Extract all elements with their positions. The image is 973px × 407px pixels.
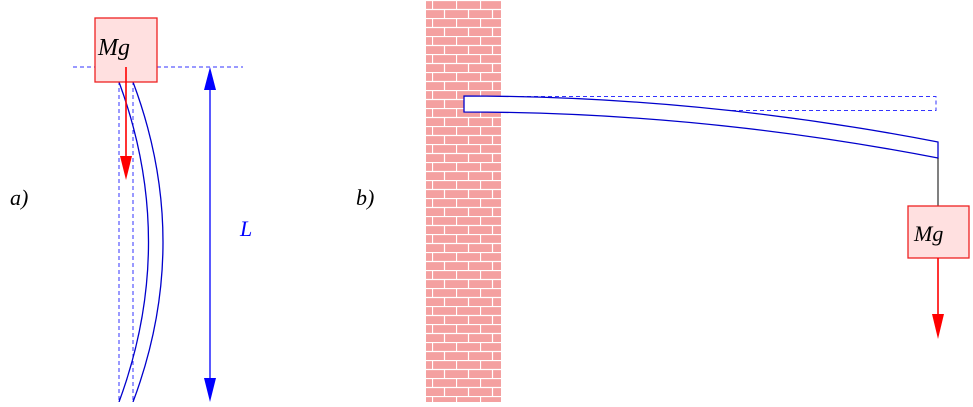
- force-arrow-b-head: [932, 314, 944, 339]
- mass-block-b: [907, 205, 970, 259]
- buckled-column-outer: [132, 81, 164, 403]
- length-arrow-bottom: [204, 378, 216, 402]
- mass-label-b: Mg: [913, 221, 943, 246]
- deflected-beam: [463, 95, 939, 159]
- length-label: L: [239, 216, 252, 241]
- panel-a: a) Mg L: [10, 17, 252, 403]
- length-arrow-top: [204, 67, 216, 90]
- mass-label-a: Mg: [97, 35, 130, 61]
- brick-wall: [426, 0, 501, 402]
- panel-a-label: a): [10, 185, 28, 210]
- panel-b: b) Mg: [356, 0, 970, 402]
- buckled-column-inner: [118, 81, 150, 403]
- force-arrow-a-head: [120, 156, 132, 180]
- panel-b-label: b): [356, 185, 374, 210]
